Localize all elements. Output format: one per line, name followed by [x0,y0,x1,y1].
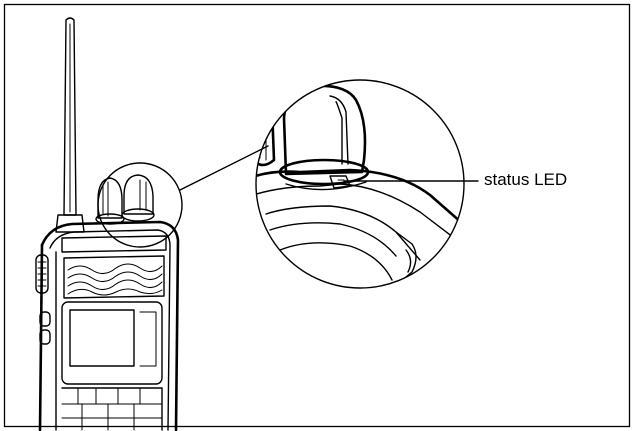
two-way-radio-illustration [35,17,183,431]
top-bezel [61,235,167,253]
keypad [61,387,163,431]
radio-body [35,220,180,431]
side-button-2 [39,329,51,345]
figure-frame [3,3,631,428]
speaker-grille [63,255,165,299]
side-button-1 [39,311,51,327]
antenna [55,17,85,233]
lcd-display [61,301,163,385]
detail-circle-small [97,162,183,248]
knob-right [121,174,155,222]
magnified-detail [255,79,465,289]
magnifier-connector-line [179,145,269,191]
side-ptt-button [35,254,49,294]
status-led-window [329,175,351,189]
magnified-knob [278,84,370,191]
detail-circle-large [255,79,465,289]
status-led-label: status LED [484,170,568,189]
